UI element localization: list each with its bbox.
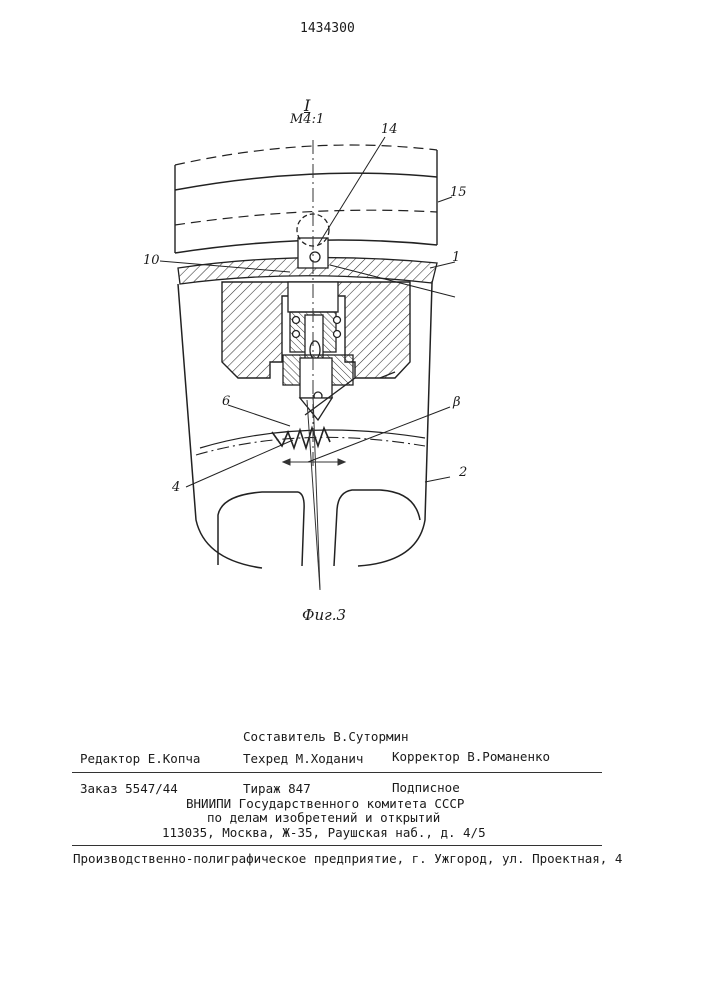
part-15-arc-band [175,145,437,253]
callout-6: 6 [222,394,230,409]
scale-label: М4:1 [290,112,324,127]
technical-drawing [0,0,707,640]
figure-caption: Фиг.3 [302,606,346,624]
tech-editor-credit: Техред М.Ходанич [243,752,363,766]
printer-line: Производственно-полиграфическое предприя… [73,852,622,866]
callout-14: 14 [381,122,398,137]
callout-2: 2 [459,465,467,480]
callout-10: 10 [143,253,160,268]
compiler-credit: Составитель В.Сутормин [243,730,409,744]
callout-1: 1 [452,250,460,265]
editor-credit: Редактор Е.Копча [80,752,200,766]
callout-15: 15 [450,185,467,200]
org-line-1: ВНИИПИ Государственного комитета СССР [186,797,464,811]
divider-top [72,772,602,773]
circulation: Тираж 847 [243,782,311,796]
corrector-credit: Корректор В.Романенко [392,750,550,764]
divider-bottom [72,845,602,846]
callout-beta: β [453,395,461,410]
org-address: 113035, Москва, Ж-35, Раушская наб., д. … [162,826,486,840]
org-line-2: по делам изобретений и открытий [207,811,440,825]
callout-4: 4 [172,480,180,495]
order-number: Заказ 5547/44 [80,782,178,796]
subscription: Подписное [392,781,460,795]
